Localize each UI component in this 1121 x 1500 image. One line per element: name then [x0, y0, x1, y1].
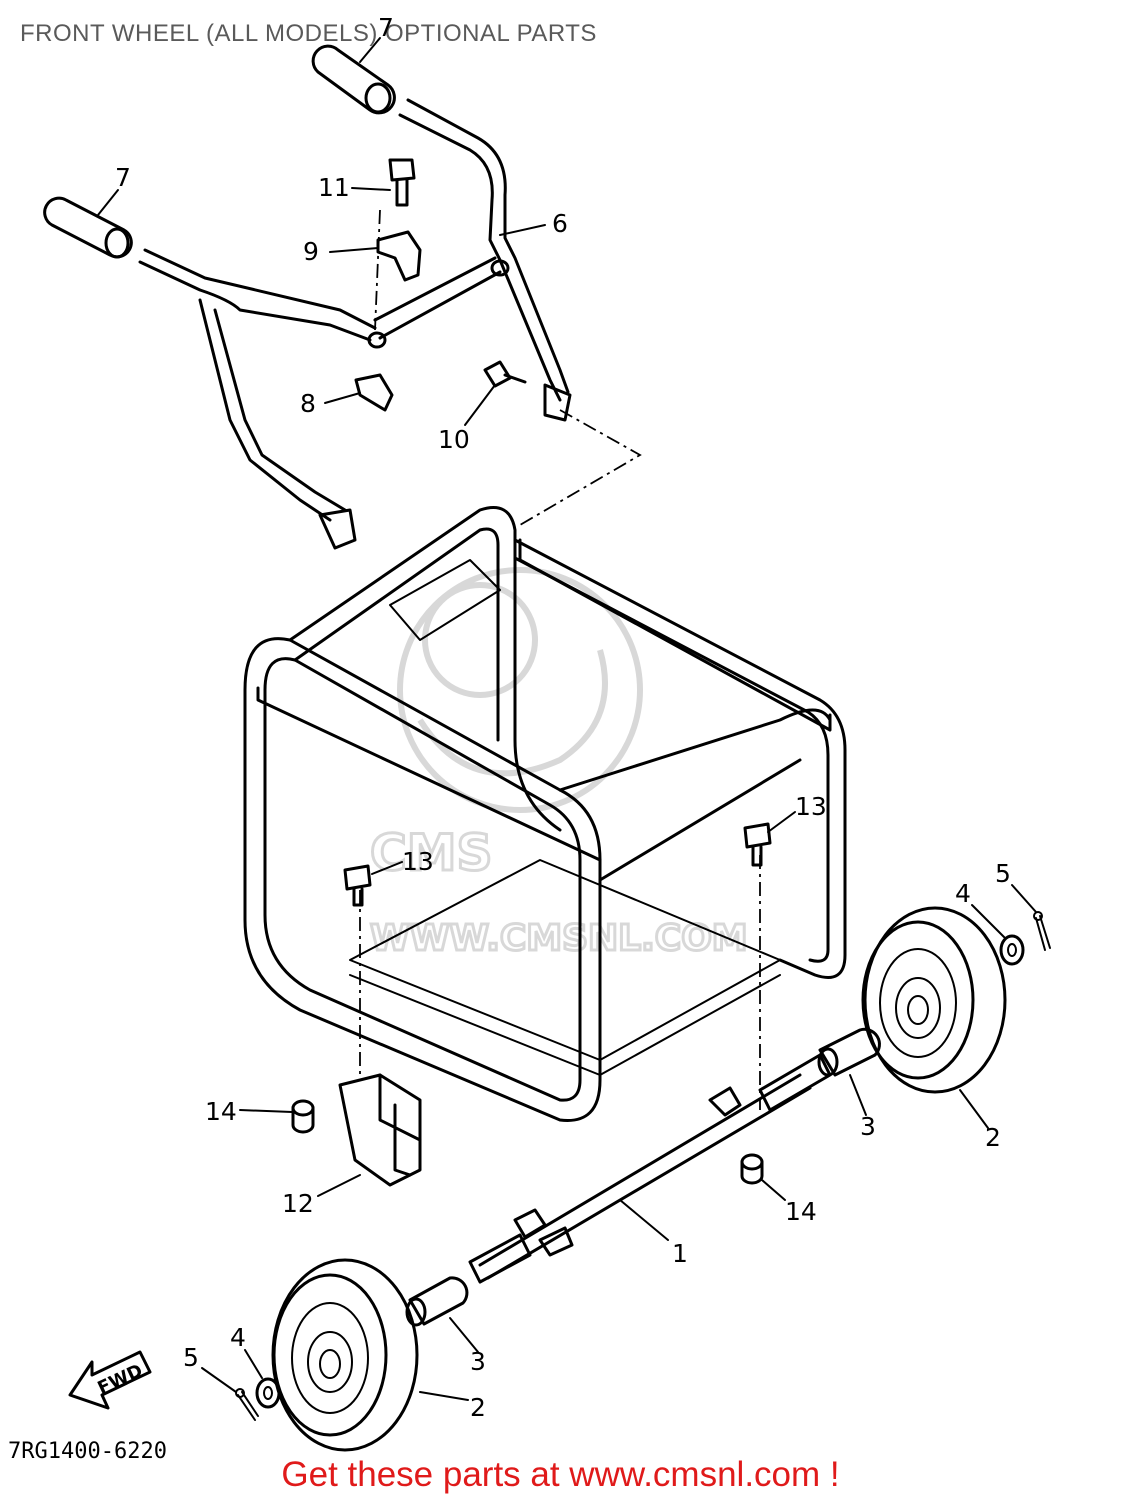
grommet-part-14-right: [740, 1153, 764, 1185]
axle-part-1: [468, 1053, 832, 1284]
callout-5-upper: 5: [995, 859, 1011, 888]
grip-part-7-upper: [311, 44, 396, 115]
callout-3-lower: 3: [470, 1347, 486, 1376]
callout-13-right: 13: [795, 792, 827, 821]
callout-11: 11: [318, 173, 350, 202]
callout-3-upper: 3: [860, 1112, 876, 1141]
bolt-part-13-right: [743, 822, 772, 867]
handle-frame-part-6: [138, 98, 572, 550]
main-frame: [243, 506, 847, 1122]
wheel-part-2-upper: [861, 906, 1007, 1094]
callout-12: 12: [282, 1189, 314, 1218]
page-title: FRONT WHEEL (ALL MODELS) OPTIONAL PARTS: [20, 20, 597, 47]
spacer-part-3-lower: [405, 1276, 469, 1327]
bolt-part-13-left: [343, 864, 372, 907]
callout-7-left: 7: [115, 163, 131, 192]
cotter-pin-part-5-upper: [1033, 911, 1051, 951]
leader-lines: [97, 37, 1037, 1401]
watermark-text: WWW.CMSNL.COM: [370, 918, 748, 959]
fwd-label: FWD: [94, 1360, 146, 1399]
spacer-part-3-upper: [817, 1027, 881, 1077]
callout-1: 1: [672, 1239, 688, 1268]
wheel-part-2-lower: [271, 1258, 419, 1452]
bolt-part-10: [483, 360, 527, 388]
callout-6: 6: [552, 209, 568, 238]
watermark-logo: CMS WWW.CMSNL.COM: [369, 567, 749, 961]
clamp-part-8: [354, 373, 394, 412]
grip-part-7-left: [43, 196, 133, 259]
forward-arrow-icon: FWD: [68, 1350, 152, 1410]
grommet-part-14-left: [291, 1099, 315, 1134]
bolt-part-11: [388, 158, 416, 207]
callout-9: 9: [303, 237, 319, 266]
callout-10: 10: [438, 425, 470, 454]
bracket-part-12: [338, 1073, 422, 1187]
callout-4-lower: 4: [230, 1323, 246, 1352]
callout-13-left: 13: [402, 847, 434, 876]
clamp-part-9: [376, 230, 422, 282]
callout-5-lower: 5: [183, 1343, 199, 1372]
washer-part-4-upper: [999, 934, 1025, 966]
callout-2-lower: 2: [470, 1393, 486, 1422]
footer-promo-link[interactable]: Get these parts at www.cmsnl.com !: [281, 1455, 840, 1494]
cotter-pin-part-5-lower: [235, 1388, 259, 1421]
callout-labels: 7 7 11 6 9 8 10 13 13 5 4 3 2 14 14 12 1…: [115, 13, 1011, 1422]
callout-14-left: 14: [205, 1097, 237, 1126]
drawing-number: 7RG1400-6220: [8, 1439, 167, 1464]
callout-7-upper: 7: [378, 13, 394, 42]
callout-8: 8: [300, 389, 316, 418]
washer-part-4-lower: [255, 1377, 281, 1409]
watermark-letters: CMS: [370, 824, 492, 882]
callout-14-right: 14: [785, 1197, 817, 1226]
callout-4-upper: 4: [955, 879, 971, 908]
callout-2-upper: 2: [985, 1123, 1001, 1152]
